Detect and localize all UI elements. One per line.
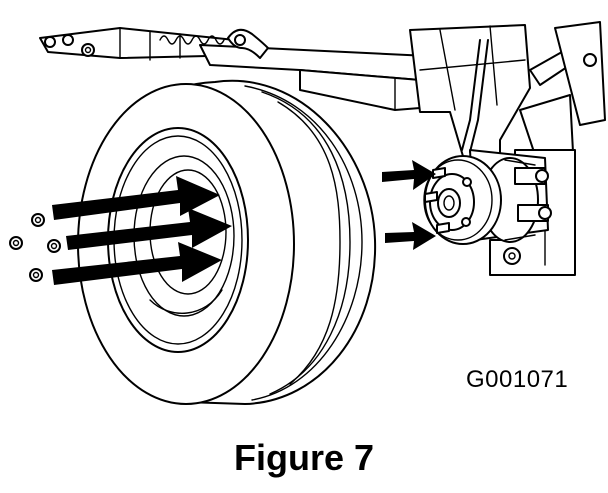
arrow-icon [385,222,436,250]
lug-nut-icon [29,268,43,282]
tire-illustration [77,79,377,405]
arrow-icon [382,160,436,190]
figure-reference-code: G001071 [466,366,569,393]
assembly-arrows [52,160,436,285]
hub-illustration [423,149,552,245]
lug-nut-icon [9,236,23,250]
arrow-icon [52,176,220,220]
lug-nut-icon [47,239,61,253]
frame-assembly [39,21,606,276]
lug-nuts [9,213,61,282]
figure-caption: Figure 7 [233,437,375,478]
arrow-icon [66,208,232,250]
arrow-icon [52,242,222,285]
lug-nut-icon [31,213,45,227]
